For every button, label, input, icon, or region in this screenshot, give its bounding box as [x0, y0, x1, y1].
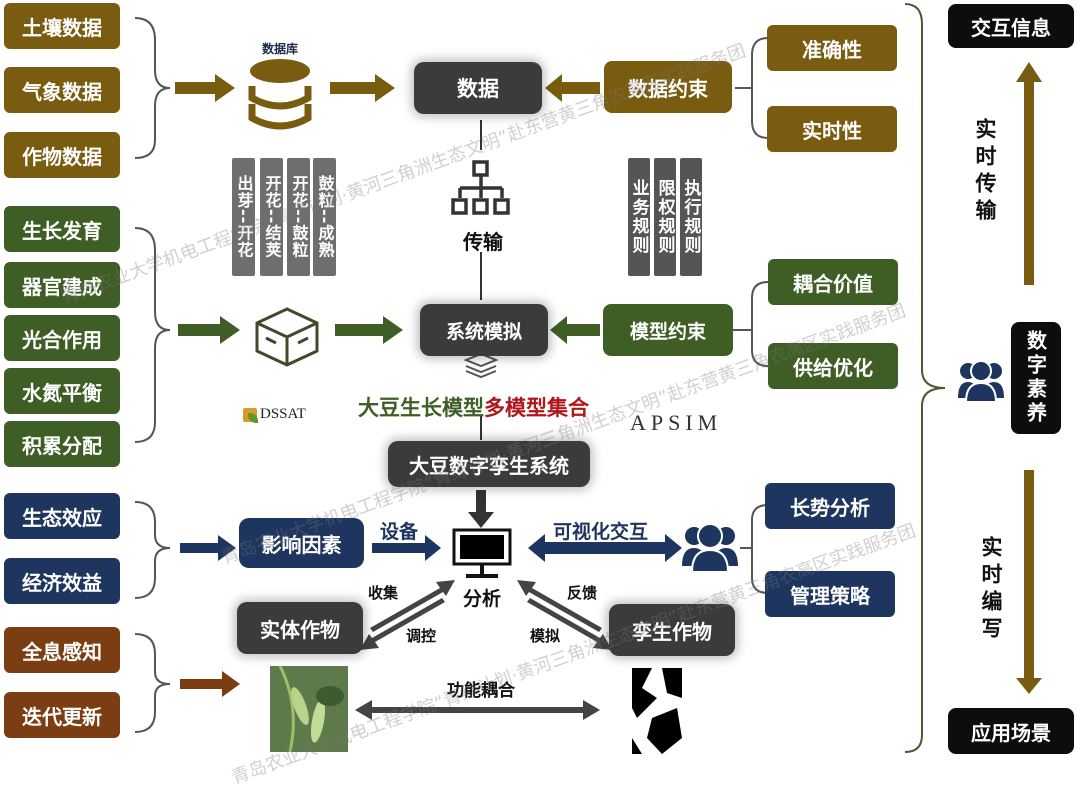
data-source-soil: 土壤数据: [4, 3, 120, 49]
factor-economy: 经济效益: [4, 558, 120, 604]
physical-crop-node: 实体作物: [237, 602, 363, 654]
twin-system-node: 大豆数字孪生系统: [388, 441, 590, 487]
process-photosynthesis: 光合作用: [4, 315, 120, 361]
bracket-user-outputs: [740, 504, 769, 594]
bracket-data-constraint: [735, 37, 769, 139]
process-allocation: 积累分配: [4, 421, 120, 467]
dssat-leaf-icon: [243, 407, 258, 423]
bracket-big-right: [904, 3, 946, 753]
model-title: 大豆生长模型多模型集合: [358, 392, 589, 422]
arrow-constraint-to-data: [545, 74, 600, 102]
connector-layer: [134, 3, 1042, 753]
influence-node: 影响因素: [239, 518, 364, 568]
arrow-function-coupling: [355, 700, 600, 720]
simulation-node: 系统模拟: [420, 304, 548, 356]
accuracy-box: 准确性: [767, 25, 897, 71]
rule-execution: 执行规则: [680, 158, 702, 276]
arrow-to-model-box: [178, 316, 240, 344]
arrow-to-influence: [180, 535, 236, 561]
stage-flowering-filling: 开花--鼓粒: [287, 158, 310, 276]
rule-authority: 限权规则: [654, 158, 676, 276]
rule-business: 业务规则: [628, 158, 650, 276]
arrow-visual-interaction: [528, 534, 682, 562]
function-coupling-label: 功能耦合: [447, 681, 515, 701]
simulate-label: 模拟: [530, 627, 561, 645]
model-box-icon: [255, 307, 319, 367]
data-node: 数据: [414, 62, 542, 114]
users-icon: [682, 523, 738, 572]
arrow-collect-control: [360, 580, 455, 650]
arrow-up-transmission: [1016, 62, 1042, 82]
factor-ecology: 生态效应: [4, 493, 120, 539]
device-label: 设备: [380, 521, 419, 543]
dssat-text: DSSAT: [260, 406, 306, 422]
digital-literacy-box: 数字素养: [1011, 322, 1061, 434]
stage-flowering-podding: 开花--结荚: [260, 158, 283, 276]
bracket-data-sources: [134, 17, 171, 159]
database-label: 数据库: [262, 42, 299, 56]
input-perception: 全息感知: [4, 627, 120, 673]
people-icon: [958, 360, 1004, 402]
network-hierarchy-icon: [451, 160, 510, 215]
dssat-logo: DSSAT: [243, 406, 306, 423]
arrow-to-database: [175, 74, 235, 102]
process-water-nitrogen: 水氮平衡: [4, 368, 120, 414]
realtime-transmission-label: 实时传输: [973, 118, 997, 226]
realtime-writing-label: 实时编写: [979, 536, 1003, 644]
monitor-icon: [452, 528, 512, 578]
model-constraint-node: 模型约束: [603, 304, 733, 356]
data-source-weather: 气象数据: [4, 67, 120, 113]
database-icon: [248, 59, 312, 130]
apsim-logo: APSIM: [630, 410, 723, 435]
process-growth: 生长发育: [4, 206, 120, 252]
arrow-db-to-data: [330, 74, 395, 102]
arrow-to-physical-crop: [180, 671, 240, 697]
arrow-to-simulation: [335, 316, 403, 344]
stage-filling-maturity: 鼓粒--成熟: [313, 158, 336, 276]
input-iteration: 迭代更新: [4, 692, 120, 738]
model-title-green: 大豆生长模型: [358, 396, 484, 420]
supply-optimize-box: 供给优化: [768, 343, 898, 389]
visual-interaction-label: 可视化交互: [553, 521, 649, 543]
soybean-photo: [270, 666, 348, 752]
process-organ: 器官建成: [4, 262, 120, 308]
application-scene-box: 应用场景: [948, 708, 1074, 754]
bracket-model-constraint: [733, 281, 769, 367]
analysis-label: 分析: [463, 588, 502, 610]
bracket-growth: [134, 227, 171, 443]
arrow-model-constraint: [550, 316, 600, 344]
interaction-info-box: 交互信息: [948, 4, 1074, 48]
twin-crop-node: 孪生作物: [609, 604, 735, 656]
arrow-feedback-simulate: [517, 580, 612, 650]
stage-emergence-flowering: 出芽--开花: [232, 158, 255, 276]
layers-icon: [463, 352, 499, 379]
model-title-red: 多模型集合: [484, 396, 589, 420]
arrow-down-writing: [1016, 678, 1042, 694]
bracket-crop-inputs: [134, 633, 171, 733]
growth-analysis-box: 长势分析: [765, 483, 895, 529]
coupling-value-box: 耦合价值: [768, 259, 898, 305]
arrow-system-to-analysis: [468, 490, 494, 528]
control-label: 调控: [406, 627, 437, 645]
realtime-box: 实时性: [767, 106, 897, 152]
bracket-factors: [134, 501, 171, 599]
feedback-label: 反馈: [567, 584, 598, 602]
management-strategy-box: 管理策略: [765, 571, 895, 617]
collect-label: 收集: [368, 584, 399, 602]
twin-crop-image: [632, 668, 682, 754]
data-source-crop: 作物数据: [4, 132, 120, 178]
data-constraint-node: 数据约束: [604, 61, 732, 113]
transmission-label: 传输: [463, 230, 503, 254]
arrow-device: [372, 535, 441, 561]
